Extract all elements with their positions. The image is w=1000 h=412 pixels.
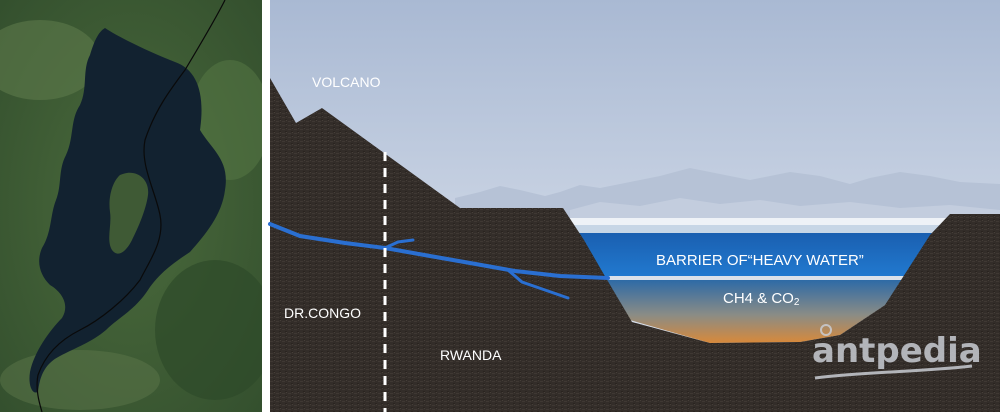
congo-label: DR.CONGO	[284, 305, 361, 321]
volcano-label: VOLCANO	[312, 74, 381, 90]
lake-surface	[570, 218, 950, 225]
satellite-image	[0, 0, 262, 412]
barrier-label: BARRIER OF“HEAVY WATER”	[656, 252, 864, 269]
layer-divider	[603, 276, 928, 280]
gases-label: CH4 & CO2	[723, 290, 800, 308]
watermark-logo-icon	[820, 324, 832, 336]
watermark-text: antpedia	[812, 331, 982, 371]
ground-profile	[270, 78, 1000, 412]
island	[109, 172, 149, 254]
distant-mountains-near	[570, 198, 1000, 222]
river-main	[268, 222, 610, 280]
river-branch-lower	[506, 268, 570, 300]
heavy-water-layer	[576, 233, 936, 276]
river-branch-upper	[383, 238, 415, 250]
rwanda-label: RWANDA	[440, 347, 502, 363]
watermark: antpedia	[812, 324, 982, 380]
gases-label-subscript: 2	[794, 297, 800, 308]
border-line	[36, 0, 226, 412]
gases-label-main: CH4 & CO	[723, 290, 794, 307]
lake-shallow	[572, 225, 948, 233]
cross-section-diagram: VOLCANO BARRIER OF“HEAVY WATER” CH4 & CO…	[268, 0, 1000, 412]
gas-layer	[605, 280, 928, 343]
watermark-swoosh-icon	[814, 364, 973, 380]
